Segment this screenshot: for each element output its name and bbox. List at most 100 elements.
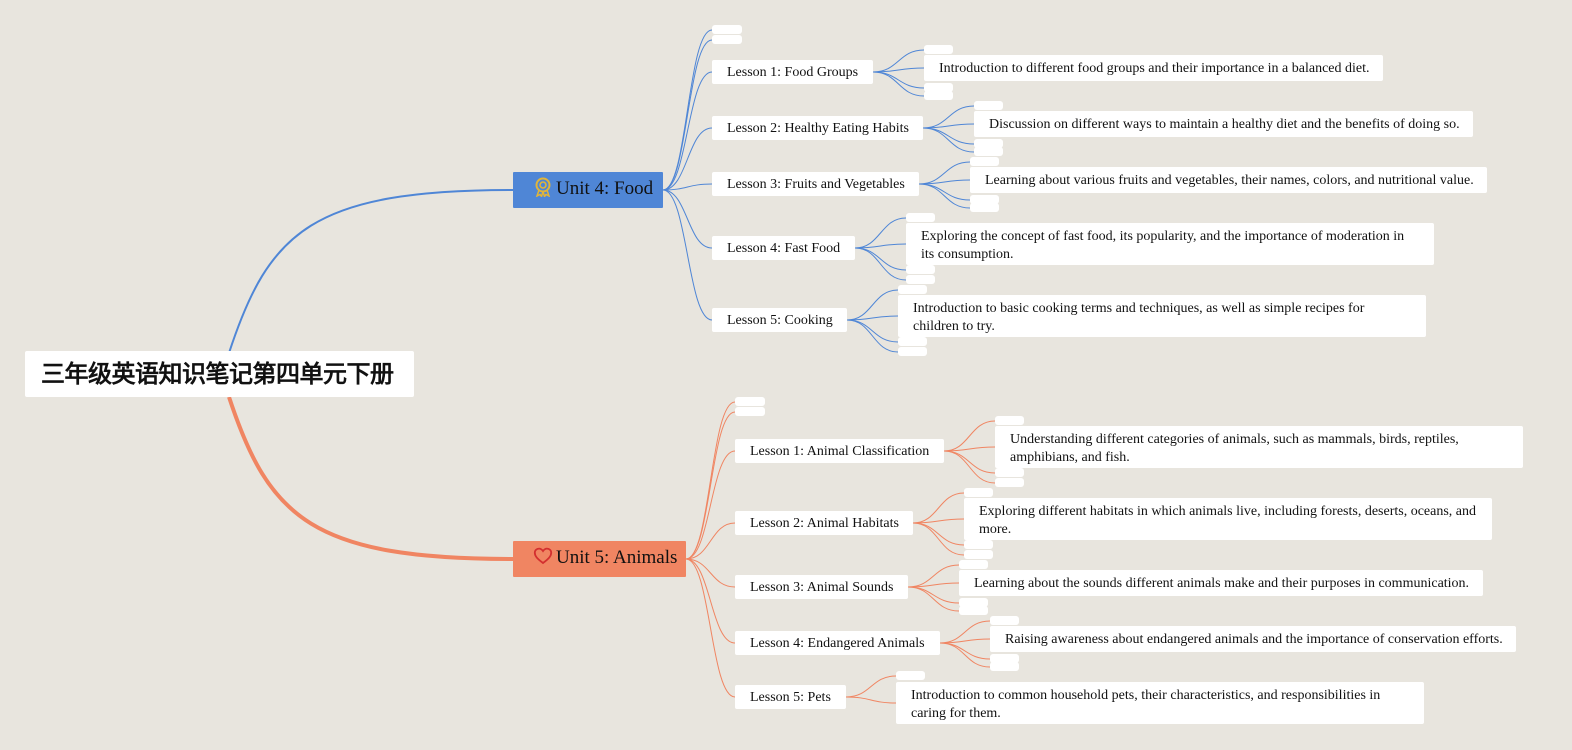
empty-node[interactable]: [898, 285, 927, 294]
lesson-node[interactable]: Lesson 2: Animal Habitats: [735, 511, 913, 535]
empty-node[interactable]: [995, 468, 1024, 477]
empty-node[interactable]: [995, 416, 1024, 425]
empty-node[interactable]: [995, 478, 1024, 487]
lesson-node[interactable]: Lesson 5: Cooking: [712, 308, 847, 332]
heart-icon: [533, 547, 553, 565]
connector-line: [228, 189, 514, 354]
empty-node[interactable]: [924, 83, 953, 92]
lesson-description[interactable]: Introduction to basic cooking terms and …: [898, 295, 1426, 337]
empty-node[interactable]: [906, 275, 935, 284]
empty-node[interactable]: [974, 147, 1003, 156]
connector-line: [939, 642, 991, 668]
connector-line: [846, 289, 899, 321]
connector-line: [685, 522, 736, 560]
connector-line: [943, 420, 996, 452]
connector-line: [662, 183, 713, 191]
empty-node[interactable]: [735, 407, 765, 416]
connector-line: [922, 105, 975, 129]
award-ribbon-icon: [535, 177, 551, 197]
connector-line: [943, 446, 996, 452]
connector-line: [845, 675, 897, 698]
connector-line: [662, 127, 713, 191]
empty-node[interactable]: [964, 488, 993, 497]
empty-node[interactable]: [964, 540, 993, 549]
lesson-description[interactable]: Raising awareness about endangered anima…: [990, 626, 1516, 652]
connector-line: [685, 558, 736, 698]
connector-line: [943, 450, 996, 474]
lesson-description[interactable]: Introduction to common household pets, t…: [896, 682, 1424, 724]
connector-line: [854, 217, 907, 249]
connector-line: [939, 642, 991, 660]
empty-node[interactable]: [959, 560, 988, 569]
lesson-description[interactable]: Exploring different habitats in which an…: [964, 498, 1492, 540]
empty-node[interactable]: [970, 203, 999, 212]
connector-line: [912, 522, 965, 556]
connector-line: [854, 247, 907, 271]
connector-line: [918, 183, 971, 209]
lesson-description[interactable]: Learning about the sounds different anim…: [959, 570, 1483, 596]
connector-line: [922, 127, 975, 145]
connector-line: [845, 696, 897, 704]
lesson-node[interactable]: Lesson 3: Animal Sounds: [735, 575, 908, 599]
empty-node[interactable]: [712, 35, 742, 44]
empty-node[interactable]: [898, 337, 927, 346]
lesson-node[interactable]: Lesson 5: Pets: [735, 685, 846, 709]
empty-node[interactable]: [974, 101, 1003, 110]
unit-5-animals-topic[interactable]: Unit 5: Animals: [513, 541, 686, 577]
connector-line: [922, 127, 975, 153]
connector-line: [662, 189, 713, 249]
empty-node[interactable]: [906, 213, 935, 222]
connector-line: [685, 558, 736, 588]
connector-line: [846, 315, 899, 321]
empty-node[interactable]: [735, 397, 765, 406]
connector-line: [912, 522, 965, 546]
lesson-node[interactable]: Lesson 2: Healthy Eating Habits: [712, 116, 923, 140]
empty-node[interactable]: [990, 662, 1019, 671]
lesson-description[interactable]: Exploring the concept of fast food, its …: [906, 223, 1434, 265]
connector-line: [907, 586, 960, 612]
connector-line: [662, 39, 713, 191]
lesson-description[interactable]: Learning about various fruits and vegeta…: [970, 167, 1487, 193]
connector-line: [907, 582, 960, 588]
connector-line: [912, 518, 965, 524]
connector-line: [939, 620, 991, 644]
connector-line: [943, 450, 996, 484]
connector-line: [662, 29, 713, 191]
empty-node[interactable]: [924, 45, 953, 54]
empty-node[interactable]: [712, 25, 742, 34]
empty-node[interactable]: [959, 598, 988, 607]
lesson-description[interactable]: Understanding different categories of an…: [995, 426, 1523, 468]
lesson-description[interactable]: Discussion on different ways to maintain…: [974, 111, 1473, 137]
connector-line: [685, 450, 736, 560]
unit-4-food-topic[interactable]: Unit 4: Food: [513, 172, 663, 208]
connector-line: [922, 123, 975, 129]
connector-line: [918, 179, 971, 185]
lesson-node[interactable]: Lesson 1: Food Groups: [712, 60, 873, 84]
connector-line: [907, 564, 960, 588]
connector-line: [854, 243, 907, 249]
lesson-node[interactable]: Lesson 3: Fruits and Vegetables: [712, 172, 919, 196]
lesson-node[interactable]: Lesson 4: Fast Food: [712, 236, 855, 260]
root-topic[interactable]: 三年级英语知识笔记第四单元下册: [25, 351, 414, 397]
empty-node[interactable]: [898, 347, 927, 356]
connector-line: [939, 638, 991, 644]
empty-node[interactable]: [974, 139, 1003, 148]
empty-node[interactable]: [906, 265, 935, 274]
unit-title: Unit 5: Animals: [556, 547, 678, 568]
lesson-node[interactable]: Lesson 4: Endangered Animals: [735, 631, 940, 655]
empty-node[interactable]: [990, 616, 1019, 625]
lesson-description[interactable]: Introduction to different food groups an…: [924, 55, 1383, 81]
connector-line: [685, 558, 736, 644]
lesson-node[interactable]: Lesson 1: Animal Classification: [735, 439, 944, 463]
empty-node[interactable]: [990, 654, 1019, 663]
empty-node[interactable]: [959, 606, 988, 615]
connector-line: [872, 71, 925, 97]
unit-title: Unit 4: Food: [556, 178, 654, 199]
empty-node[interactable]: [970, 157, 999, 166]
empty-node[interactable]: [896, 671, 925, 680]
empty-node[interactable]: [970, 195, 999, 204]
connector-line: [662, 71, 713, 191]
empty-node[interactable]: [924, 91, 953, 100]
empty-node[interactable]: [964, 550, 993, 559]
